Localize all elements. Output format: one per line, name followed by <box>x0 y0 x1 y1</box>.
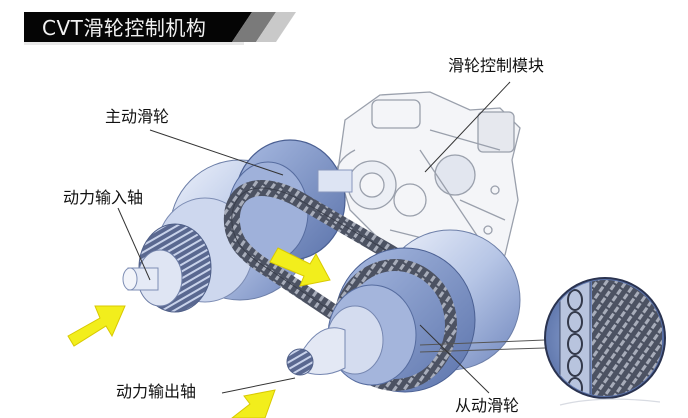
label-driven-pulley: 从动滑轮 <box>455 396 520 416</box>
yellow-arrow-icon <box>67 247 331 418</box>
leader-lines <box>117 81 511 394</box>
label-drive-pulley: 主动滑轮 <box>105 107 170 127</box>
diagram-title: CVT滑轮控制机构 <box>42 16 207 40</box>
label-output-shaft: 动力输出轴 <box>116 382 197 402</box>
driven-pulley <box>286 229 521 393</box>
chain-magnifier <box>419 277 666 399</box>
label-input-shaft: 动力输入轴 <box>63 188 144 208</box>
pulley-control-module <box>334 91 521 271</box>
label-pulley-control-module: 滑轮控制模块 <box>448 56 545 76</box>
